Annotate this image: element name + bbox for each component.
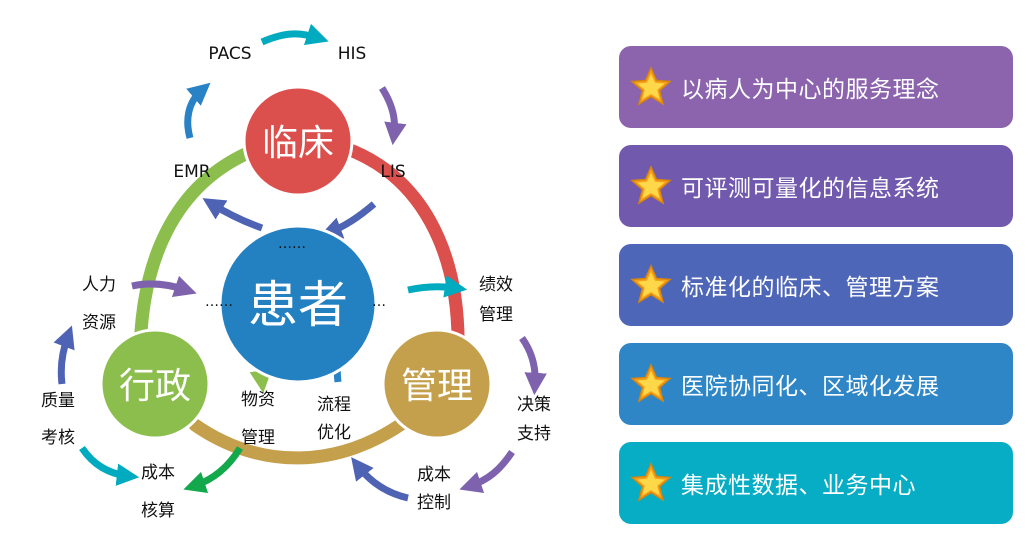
arrow-quality-hr [53, 325, 75, 385]
label-hr-line2: 资源 [82, 313, 116, 333]
ring-arc-clinical-management [338, 141, 465, 357]
ellipsis-left: …… [205, 294, 233, 310]
ellipsis-top: …… [278, 236, 306, 252]
star-icon [630, 66, 672, 106]
hospital-information-diagram: 临床 患者 行政 管理 PACS HIS EMR LIS 人力 资源 绩效 管理… [41, 23, 551, 521]
arrow-his-lis [379, 86, 407, 146]
ring-arc-clinical-admin [133, 145, 257, 367]
arrow-clinical-patient-left [202, 198, 264, 232]
star-icon [630, 165, 672, 205]
label-pacs: PACS [208, 44, 251, 64]
node-patient [218, 224, 378, 384]
arrow-costcontrol-management [351, 457, 409, 502]
label-quality-line1: 质量 [41, 391, 75, 411]
label-costctl-line2: 控制 [417, 493, 451, 513]
ellipsis-right: … [372, 294, 386, 310]
arrow-hr-patient [131, 275, 197, 298]
star-icon [630, 264, 672, 304]
label-his: HIS [338, 44, 367, 64]
arrow-decision-costcontrol [459, 450, 515, 494]
star-icon [630, 462, 672, 502]
label-emr: EMR [173, 162, 210, 182]
feature-panel-text: 标准化的临床、管理方案 [681, 275, 940, 301]
star-icon [630, 363, 672, 403]
label-decision-line1: 决策 [517, 395, 551, 415]
label-material-line2: 管理 [241, 428, 275, 448]
ring-arc-admin-management [188, 411, 417, 465]
arrow-performance-decision [519, 335, 547, 396]
label-perf-line1: 绩效 [479, 275, 513, 295]
node-clinical [242, 85, 354, 197]
label-process-line1: 流程 [317, 395, 351, 415]
label-perf-line2: 管理 [479, 305, 513, 325]
feature-panel-text: 医院协同化、区域化发展 [681, 374, 940, 400]
node-clinical-label: 临床 [262, 123, 334, 164]
feature-panel-5: 集成性数据、业务中心 [619, 442, 1013, 524]
arrow-patient-performance [407, 275, 468, 298]
label-costacc-line1: 成本 [141, 463, 175, 483]
node-patient-label: 患者 [248, 276, 348, 334]
node-admin [99, 328, 211, 440]
feature-panel-1: 以病人为中心的服务理念 [619, 46, 1013, 128]
node-admin-label: 行政 [119, 366, 191, 407]
feature-panel-text: 可评测可量化的信息系统 [681, 176, 940, 202]
label-costctl-line1: 成本 [417, 465, 451, 485]
arrow-clinical-patient-right [319, 201, 377, 239]
label-material-line1: 物资 [241, 390, 275, 410]
label-lis: LIS [380, 162, 405, 182]
label-hr-line1: 人力 [82, 275, 116, 295]
label-process-line2: 优化 [317, 423, 351, 443]
arrow-admin-costacc [183, 446, 244, 494]
arrow-pacs-his [260, 23, 329, 46]
feature-panel-3: 标准化的临床、管理方案 [619, 244, 1013, 326]
arrow-quality-costacc [79, 445, 140, 486]
feature-panel-4: 医院协同化、区域化发展 [619, 343, 1013, 425]
feature-panel-text: 集成性数据、业务中心 [681, 473, 916, 499]
label-costacc-line2: 核算 [141, 501, 175, 521]
node-management [381, 328, 493, 440]
label-decision-line2: 支持 [517, 424, 551, 444]
feature-panel-text: 以病人为中心的服务理念 [681, 77, 940, 103]
arrow-emr-pacs [184, 82, 211, 139]
node-management-label: 管理 [401, 366, 473, 407]
feature-panel-2: 可评测可量化的信息系统 [619, 145, 1013, 227]
label-quality-line2: 考核 [41, 428, 75, 448]
